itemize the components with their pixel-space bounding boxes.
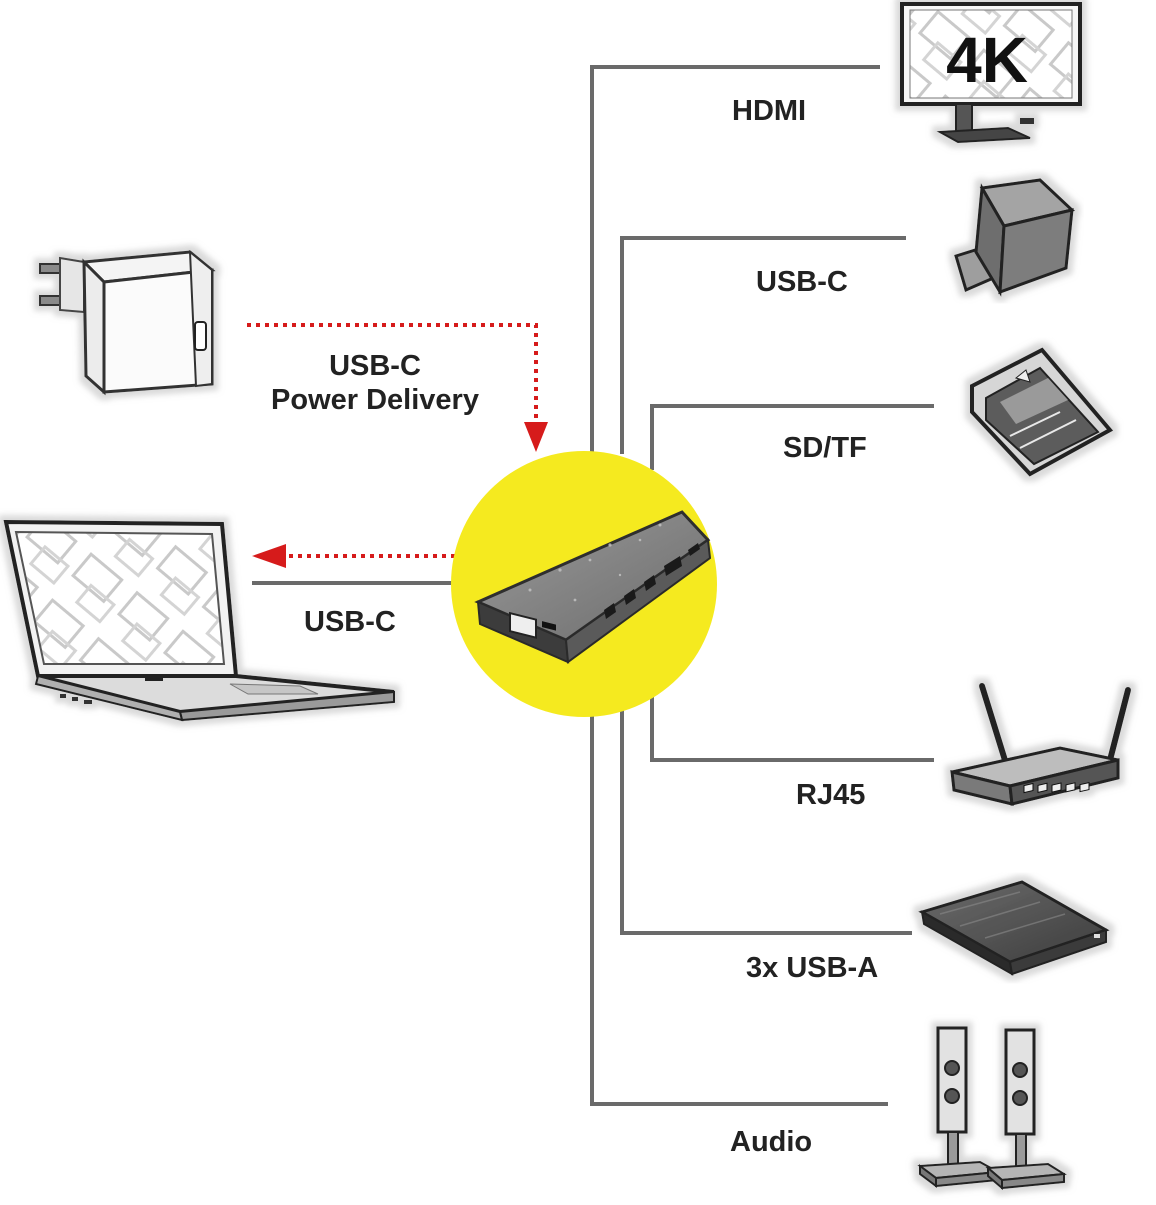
speakers-icon: [917, 1026, 1068, 1191]
connection-lines: [252, 65, 934, 1106]
label-power-line1: USB-C: [329, 350, 421, 382]
line-usba: [620, 710, 912, 935]
sd-card-icon: [970, 347, 1114, 477]
label-power-line2: Power Delivery: [271, 384, 479, 416]
arrow-left-icon: [252, 544, 286, 568]
line-hdmi: [590, 65, 880, 452]
laptop-arrow: [252, 544, 455, 568]
external-hdd-icon: [918, 880, 1110, 976]
usb-c-drive-icon: [954, 178, 1076, 297]
speaker-left: [917, 1026, 1002, 1188]
monitor-icon: [900, 2, 1082, 144]
label-hdmi: HDMI: [732, 95, 807, 127]
usb-c-hub-icon: [451, 451, 717, 717]
monitor-screen-text: 4K: [946, 24, 1028, 96]
label-sdtf: SD/TF: [783, 432, 867, 464]
line-rj45: [650, 696, 934, 762]
line-audio: [590, 714, 888, 1106]
line-usbc-device: [620, 236, 906, 454]
label-usba: 3x USB-A: [746, 952, 879, 984]
label-usbc-device: USB-C: [756, 266, 848, 298]
line-sdtf: [650, 404, 934, 470]
label-laptop: USB-C: [304, 606, 396, 638]
laptop-icon: [3, 519, 395, 722]
arrow-down-icon: [524, 422, 548, 452]
label-power-delivery: USB-C Power Delivery: [244, 349, 506, 417]
label-audio: Audio: [730, 1126, 813, 1158]
label-rj45: RJ45: [796, 779, 866, 811]
power-arrow: [247, 323, 548, 452]
power-adapter-icon: [39, 249, 216, 396]
router-icon: [950, 683, 1131, 806]
speaker-right: [985, 1028, 1068, 1191]
